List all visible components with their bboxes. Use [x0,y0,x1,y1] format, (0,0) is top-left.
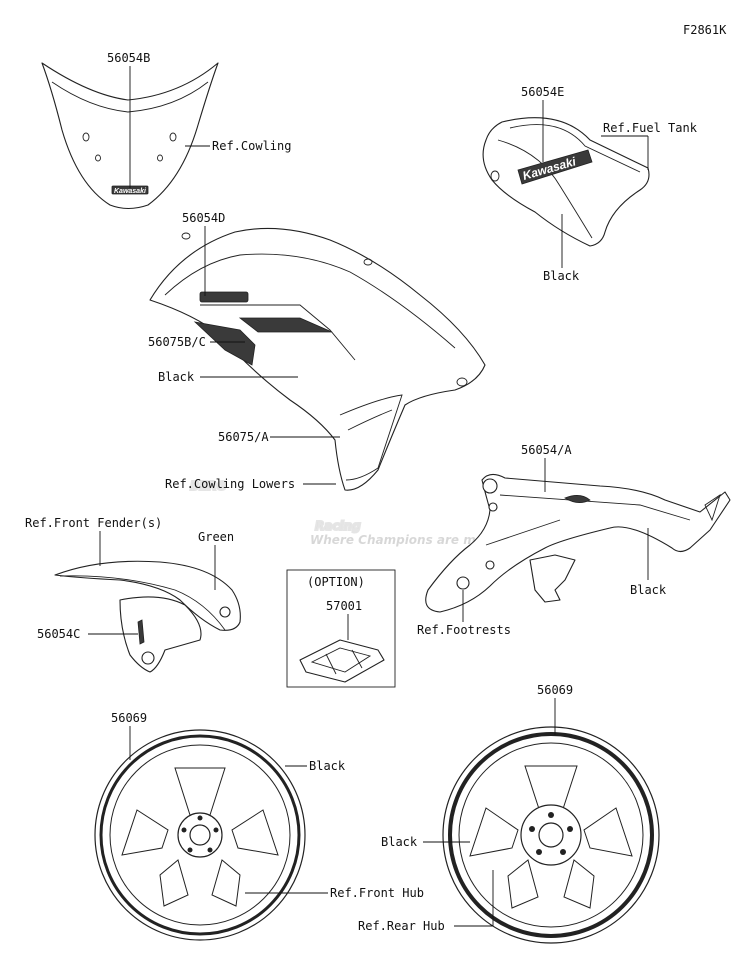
watermark-brand-top: BERG [190,479,227,493]
label-56054D: 56054D [182,211,225,225]
watermark: BERG Racing Where Champions are made [189,478,501,547]
label-black-cowl: Black [158,370,195,384]
label-green: Green [198,530,234,544]
option-tool-part [299,639,385,683]
label-56054E: 56054E [521,85,564,99]
watermark-brand-bottom: Racing [315,519,361,533]
label-ref-rear-hub: Ref.Rear Hub [358,919,445,933]
label-ref-footrests: Ref.Footrests [417,623,511,637]
label-56069-rear: 56069 [537,683,573,697]
option-box [286,569,396,688]
frame-cover-part [425,473,731,613]
label-56075A: 56075/A [218,430,269,444]
label-option: (OPTION) [307,575,365,589]
label-56054A: 56054/A [521,443,572,457]
label-56054C: 56054C [37,627,80,641]
label-ref-fuel-tank: Ref.Fuel Tank [603,121,698,135]
fuel-tank-part: Kawasaki [482,117,650,247]
side-cowl-part [149,227,486,491]
label-57001: 57001 [326,599,362,613]
label-ref-cowling: Ref.Cowling [212,139,291,153]
label-56054B: 56054B [107,51,150,65]
label-ref-front-hub: Ref.Front Hub [330,886,424,900]
label-56075BC: 56075B/C [148,335,206,349]
label-black-front-wheel: Black [309,759,346,773]
label-black-rear-wheel: Black [381,835,418,849]
label-black-tank: Black [543,269,580,283]
label-56069-front: 56069 [111,711,147,725]
figure-id: F2861K [683,23,727,37]
rear-wheel-part [442,726,660,944]
label-black-frame: Black [630,583,667,597]
front-fender-part [54,560,241,673]
watermark-tagline: Where Champions are made [310,533,501,547]
label-ref-front-fenders: Ref.Front Fender(s) [25,516,162,530]
windshield-logo-decal: Kawasaki [114,188,147,195]
front-wheel-part [94,729,306,941]
label-ref-cowling-lowers: Ref.Cowling Lowers [165,477,295,491]
